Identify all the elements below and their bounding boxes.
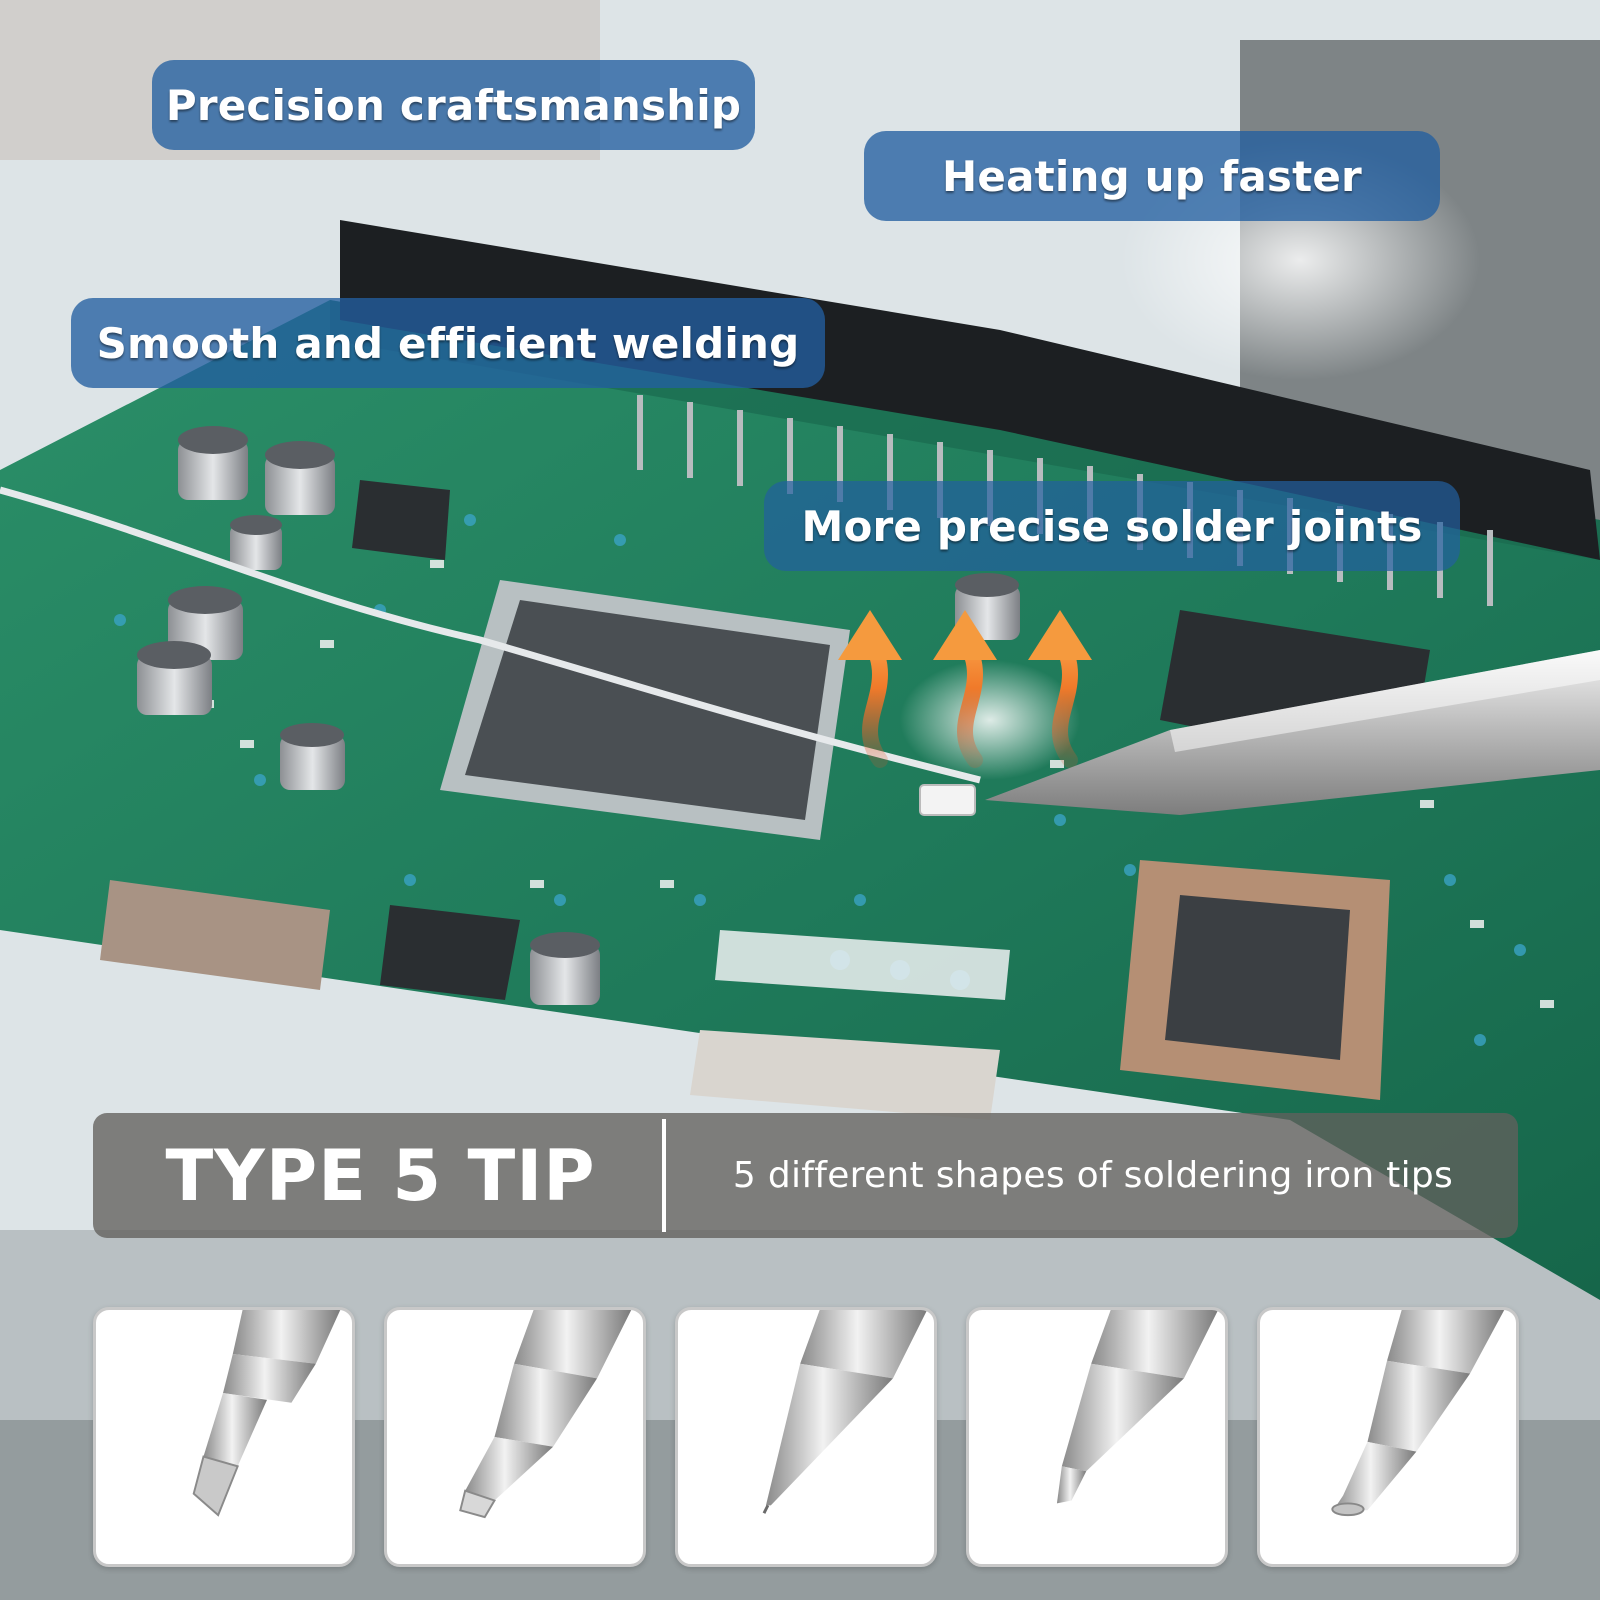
tip-card-4 — [966, 1307, 1228, 1567]
tips-row — [93, 1307, 1519, 1567]
tip-card-5 — [1257, 1307, 1519, 1567]
tip-card-3 — [675, 1307, 937, 1567]
banner-divider — [662, 1119, 666, 1232]
feature-precision-craftsmanship: Precision craftsmanship — [152, 60, 755, 150]
bent-bevel-tip-icon — [1331, 1310, 1505, 1517]
conical-fine-tip-icon — [762, 1310, 928, 1514]
knife-tip-icon — [192, 1310, 341, 1517]
banner-title: TYPE 5 TIP — [165, 1134, 596, 1217]
feature-heating-faster: Heating up faster — [864, 131, 1440, 221]
banner-subtitle: 5 different shapes of soldering iron tip… — [732, 1155, 1454, 1196]
tip-card-1 — [93, 1307, 355, 1567]
conical-bevel-tip-icon — [1056, 1310, 1219, 1504]
tip-card-2 — [384, 1307, 646, 1567]
feature-smooth-welding: Smooth and efficient welding — [71, 298, 825, 388]
chisel-tip-icon — [459, 1310, 632, 1519]
tip-type-banner: TYPE 5 TIP 5 different shapes of solderi… — [93, 1113, 1518, 1238]
feature-precise-joints: More precise solder joints — [764, 481, 1460, 571]
